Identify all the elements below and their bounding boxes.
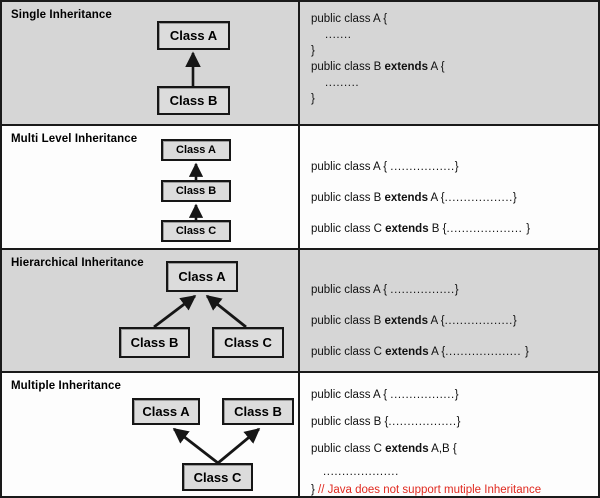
arrow-b-to-a [185, 51, 201, 86]
code-line: public class B {..................} [311, 416, 462, 428]
code-line: } [311, 93, 315, 105]
code-block-multiple: public class A { .................} publ… [311, 382, 590, 496]
hierarchical-inheritance-code-panel: public class A { .................} publ… [300, 250, 598, 371]
code-line: public class C extends A {..............… [311, 346, 530, 358]
section-multiple-inheritance: Multiple Inheritance Class A Class B Cla… [2, 373, 598, 496]
code-block-hierarchical: public class A { .................} publ… [311, 275, 590, 368]
multiple-inheritance-graph: Class A Class B Class C [2, 373, 298, 496]
multiple-inheritance-code-panel: public class A { .................} publ… [300, 373, 598, 496]
section-title-single: Single Inheritance [11, 9, 112, 21]
class-box-c[interactable]: Class C [182, 463, 253, 491]
class-box-b[interactable]: Class B [222, 398, 294, 425]
arrows-multilevel [188, 162, 204, 220]
section-title-hierarchical: Hierarchical Inheritance [11, 257, 144, 269]
code-line: public class B extends A { [311, 61, 445, 73]
section-title-multiple: Multiple Inheritance [11, 380, 121, 392]
multiple-inheritance-diagram-panel: Multiple Inheritance Class A Class B Cla… [2, 373, 300, 496]
code-block-multilevel: public class A { .................} publ… [311, 152, 590, 245]
class-box-a[interactable]: Class A [157, 21, 230, 50]
code-line: .................... [323, 466, 399, 478]
class-box-b[interactable]: Class B [119, 327, 190, 358]
single-inheritance-code-panel: public class A { ....... } public class … [300, 2, 598, 124]
code-line: public class B extends A {..............… [311, 192, 518, 204]
class-box-c[interactable]: Class C [212, 327, 284, 358]
code-line: public class A { .................} [311, 389, 460, 401]
arrows-multiple [172, 427, 261, 465]
code-line: } [311, 45, 315, 57]
code-line: public class C extends B {..............… [311, 223, 531, 235]
code-line: public class C extends A,B { [311, 443, 457, 455]
single-inheritance-graph: Class A Class B [2, 2, 298, 124]
section-title-multilevel: Multi Level Inheritance [11, 133, 138, 145]
class-box-b[interactable]: Class B [161, 180, 231, 202]
code-line: public class A { [311, 13, 388, 25]
hierarchical-inheritance-diagram-panel: Hierarchical Inheritance Class A Class B… [2, 250, 300, 371]
class-box-a[interactable]: Class A [166, 261, 238, 292]
code-block-single: public class A { ....... } public class … [311, 11, 590, 107]
code-line: ......... [325, 77, 360, 89]
code-line: ....... [325, 29, 352, 41]
class-box-a[interactable]: Class A [132, 398, 200, 425]
multilevel-inheritance-code-panel: public class A { .................} publ… [300, 126, 598, 248]
class-box-a[interactable]: Class A [161, 139, 231, 161]
code-line: public class B extends A {..............… [311, 315, 518, 327]
multilevel-inheritance-graph: Class A Class B Class C [2, 126, 298, 248]
hierarchical-inheritance-graph: Class A Class B Class C [2, 250, 298, 371]
arrows-hierarchical [153, 294, 247, 329]
class-box-c[interactable]: Class C [161, 220, 231, 242]
multilevel-inheritance-diagram-panel: Multi Level Inheritance Class A Class B … [2, 126, 300, 248]
single-inheritance-diagram-panel: Single Inheritance Class A Class B [2, 2, 300, 124]
class-box-b[interactable]: Class B [157, 86, 230, 115]
code-line-comment: } // Java does not support mutiple Inher… [311, 484, 542, 496]
code-line: public class A { .................} [311, 161, 460, 173]
section-single-inheritance: Single Inheritance Class A Class B publi… [2, 2, 598, 126]
section-hierarchical-inheritance: Hierarchical Inheritance Class A Class B… [2, 250, 598, 373]
section-multilevel-inheritance: Multi Level Inheritance Class A Class B … [2, 126, 598, 250]
code-line: public class A { .................} [311, 284, 460, 296]
